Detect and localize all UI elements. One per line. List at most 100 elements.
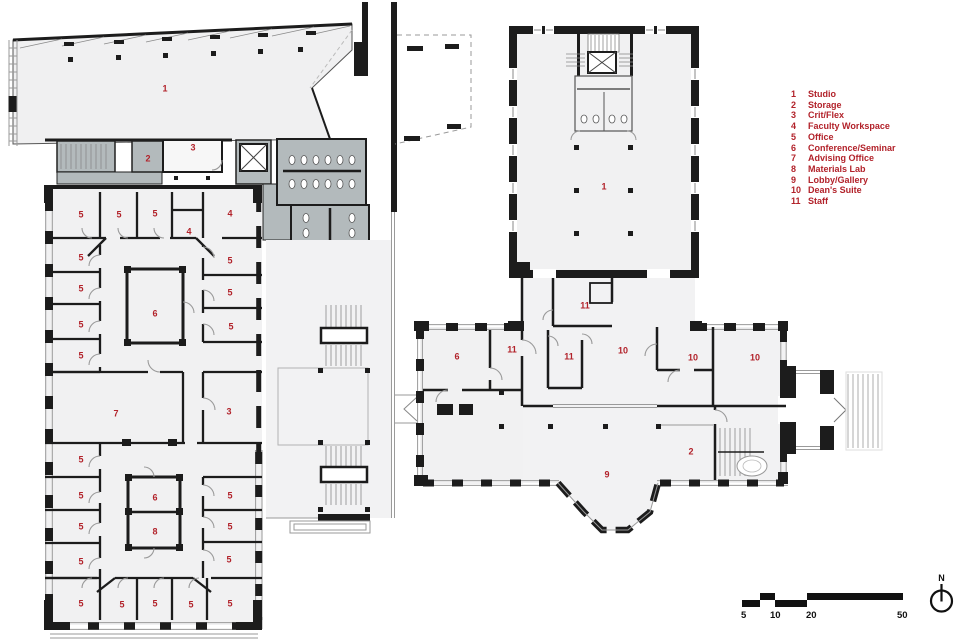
- legend-item-number: 8: [791, 163, 797, 174]
- legend-item-3: 3 Crit/Flex: [791, 110, 951, 121]
- room-label-6: 6: [152, 309, 157, 319]
- room-label-5: 5: [227, 599, 232, 609]
- room-label-1: 1: [601, 182, 606, 192]
- wing-door-swings: [435, 309, 728, 423]
- room-label-1: 1: [162, 84, 167, 94]
- room-label-5: 5: [116, 210, 121, 220]
- legend-item-number: 9: [791, 174, 797, 185]
- room-label-10: 10: [750, 353, 760, 363]
- room-label-5: 5: [228, 322, 233, 332]
- north-bridge: [354, 2, 397, 212]
- room-label-5: 5: [227, 522, 232, 532]
- legend-item-number: 10: [791, 185, 802, 196]
- room-label-8: 8: [152, 527, 157, 537]
- legend-item-9: 9 Lobby/Gallery: [791, 175, 951, 186]
- room-label-5: 5: [78, 455, 83, 465]
- legend-item-number: 3: [791, 110, 797, 121]
- room-label-5: 5: [78, 320, 83, 330]
- legend-item-number: 11: [791, 196, 801, 207]
- legend-item-number: 5: [791, 131, 797, 142]
- west-curtain-wall: [8, 40, 18, 146]
- east-entrance: [780, 366, 883, 454]
- door-swings: [81, 159, 223, 589]
- room-label-5: 5: [78, 491, 83, 501]
- room-label-5: 5: [188, 600, 193, 610]
- scale-label-20: 20: [806, 610, 817, 621]
- legend-item-7: 7 Advising Office: [791, 153, 951, 164]
- left-office-block: [44, 159, 263, 639]
- room-label-5: 5: [227, 288, 232, 298]
- elevator-icon: [239, 143, 268, 172]
- scale-label-10: 10: [770, 610, 781, 621]
- stair-upper: [319, 305, 369, 366]
- room-label-5: 5: [227, 491, 232, 501]
- legend-item-8: 8 Materials Lab: [791, 164, 951, 175]
- legend-item-5: 5 Office: [791, 132, 951, 143]
- room-label-5: 5: [227, 256, 232, 266]
- crit-flex-3: [162, 139, 223, 173]
- room-label-5: 5: [152, 209, 157, 219]
- room-label-2: 2: [688, 447, 693, 457]
- left-studio-wing: [8, 22, 353, 146]
- room-label-9: 9: [604, 470, 609, 480]
- gallery-columns: [437, 390, 661, 429]
- room-label-3: 3: [226, 407, 231, 417]
- restrooms-upper: [276, 138, 367, 206]
- room-label-5: 5: [226, 555, 231, 565]
- canopy-dashed-outline: [394, 34, 472, 145]
- wing-interior-walls: [423, 278, 786, 480]
- legend-item-number: 2: [791, 99, 797, 110]
- room-label-5: 5: [78, 522, 83, 532]
- atrium-connector: [266, 212, 418, 534]
- room-label-6: 6: [152, 493, 157, 503]
- lower-wing: [414, 262, 883, 534]
- legend-item-label: Materials Lab: [808, 163, 866, 174]
- legend-item-1: 1 Studio: [791, 89, 951, 100]
- studio-core: [566, 33, 637, 141]
- room-label-5: 5: [78, 253, 83, 263]
- legend-item-label: Studio: [808, 89, 836, 99]
- room-label-5: 5: [78, 284, 83, 294]
- room-label-10: 10: [688, 353, 698, 363]
- legend-item-label: Advising Office: [808, 153, 875, 164]
- legend-item-label: Crit/Flex: [808, 110, 845, 121]
- studio-columns: [574, 145, 633, 236]
- legend-item-number: 7: [791, 153, 797, 164]
- stair-northeast: [718, 428, 768, 477]
- room-label-11: 11: [507, 345, 517, 355]
- legend-item-number: 4: [791, 121, 797, 132]
- room-label-10: 10: [618, 346, 628, 356]
- legend-item-2: 2 Storage: [791, 100, 951, 111]
- legend-item-label: Storage: [808, 99, 842, 110]
- sawtooth-roof-ticks: [19, 25, 351, 49]
- legend-item-number: 1: [791, 89, 797, 99]
- north-arrow: N: [929, 573, 954, 613]
- legend-item-label: Office: [808, 131, 834, 142]
- bay-apse: [555, 480, 662, 534]
- room-label-11: 11: [564, 352, 574, 362]
- room-label-5: 5: [78, 210, 83, 220]
- south-porch: [289, 520, 371, 534]
- atrium-columns: [318, 368, 370, 512]
- legend-item-label: Dean's Suite: [808, 185, 862, 196]
- legend-item-label: Staff: [808, 196, 828, 207]
- room-label-5: 5: [78, 351, 83, 361]
- interior-walls: [45, 192, 262, 620]
- entry-steps: [847, 374, 879, 448]
- room-label-5: 5: [119, 600, 124, 610]
- legend-item-10: 10 Dean's Suite: [791, 185, 951, 196]
- room-label-5: 5: [152, 599, 157, 609]
- legend-item-11: 11 Staff: [791, 196, 951, 207]
- legend-item-label: Lobby/Gallery: [808, 174, 869, 185]
- east-link-vestibule: [395, 394, 418, 424]
- conference-materials-block: [122, 439, 183, 551]
- studio-columns: [64, 31, 316, 62]
- scale-label-50: 50: [897, 610, 908, 621]
